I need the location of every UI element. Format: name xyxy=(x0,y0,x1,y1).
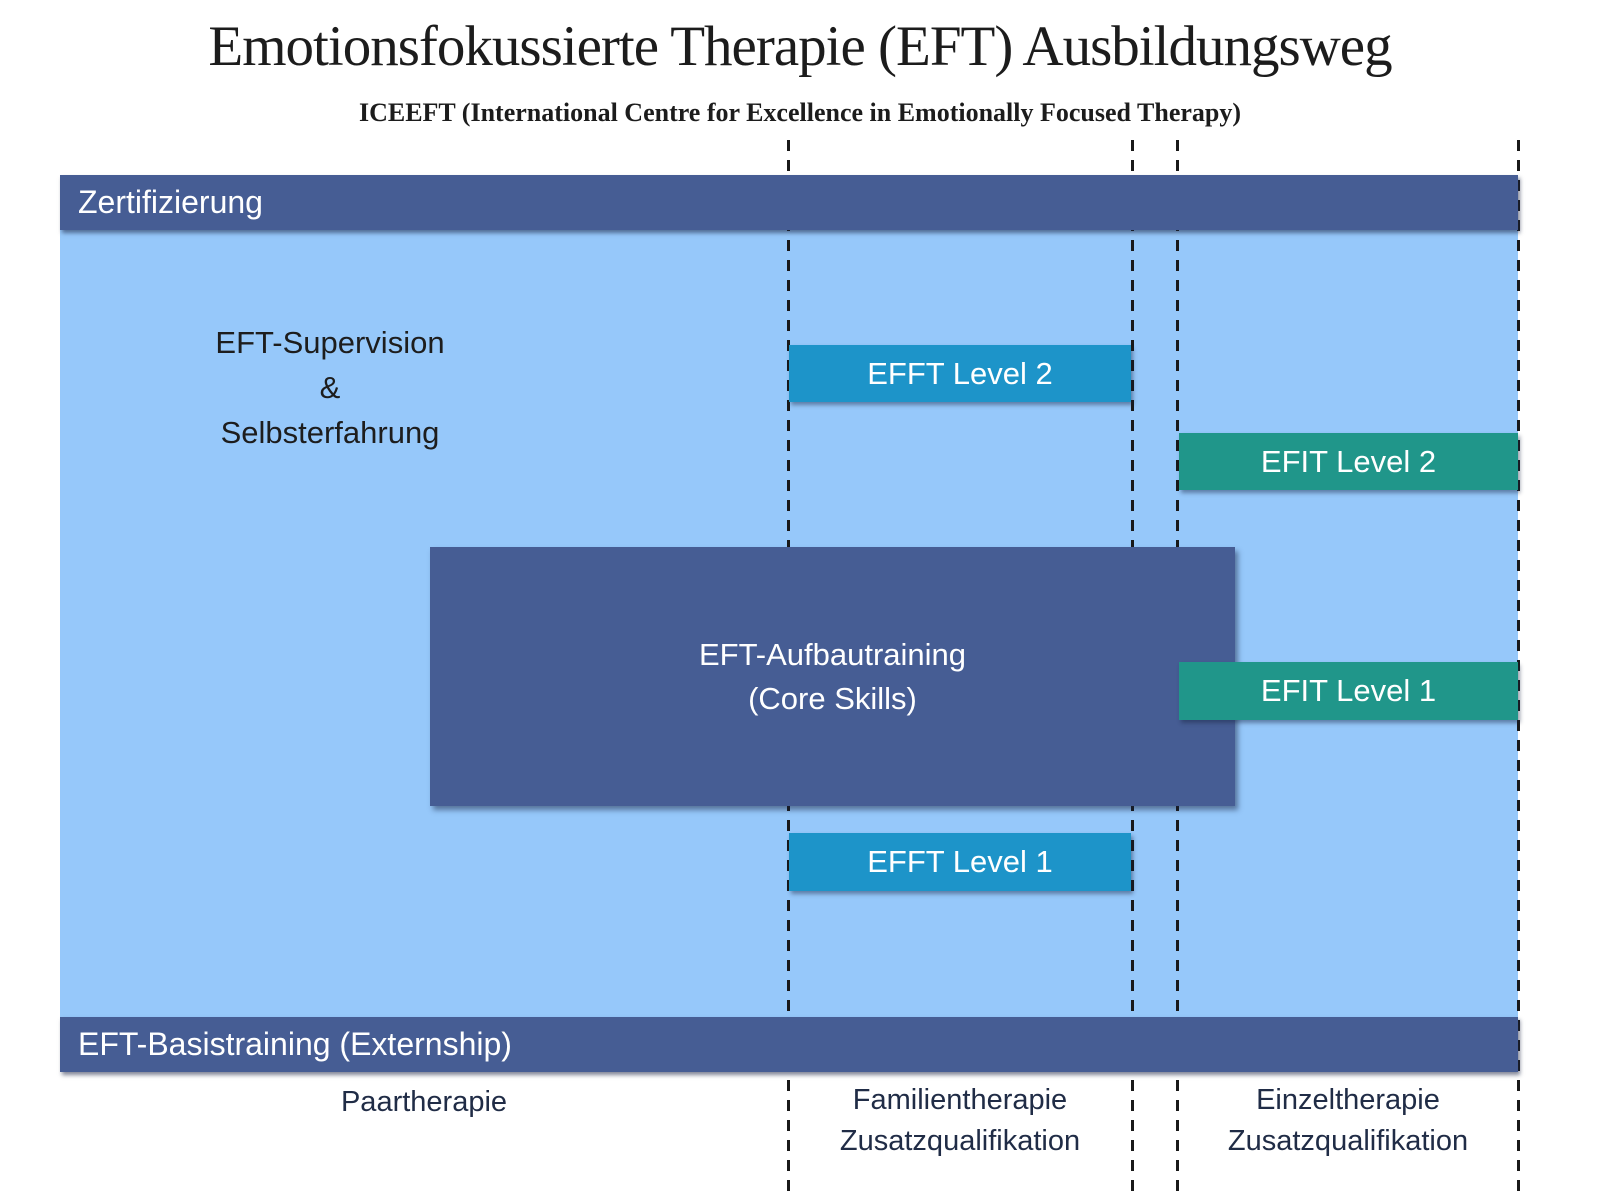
familientherapie-label-line2: Zusatzqualifikation xyxy=(839,1125,1081,1157)
supervision-note-line3: Selbsterfahrung xyxy=(220,415,440,450)
core-skills-box: EFT-Aufbautraining (Core Skills) xyxy=(430,547,1235,806)
efit-level-1-box: EFIT Level 1 xyxy=(1179,662,1518,720)
page-title: Emotionsfokussierte Therapie (EFT) Ausbi… xyxy=(208,15,1392,78)
core-skills-label-line1: EFT-Aufbautraining xyxy=(698,636,967,672)
efft-level-1-box: EFFT Level 1 xyxy=(789,833,1131,891)
paartherapie-label: Paartherapie xyxy=(340,1086,508,1118)
efit-level-2-box: EFIT Level 2 xyxy=(1179,433,1518,490)
familientherapie-label-line1: Familientherapie xyxy=(852,1084,1068,1116)
column-label-paartherapie: Paartherapie xyxy=(60,1082,788,1123)
supervision-note: EFT-Supervision & Selbsterfahrung xyxy=(150,320,510,455)
einzeltherapie-label-line1: Einzeltherapie xyxy=(1256,1084,1440,1116)
certification-band-label: Zertifizierung xyxy=(78,184,263,220)
base-training-band-label: EFT-Basistraining (Externship) xyxy=(78,1026,512,1062)
certification-band: Zertifizierung xyxy=(60,175,1518,230)
column-label-familientherapie: Familientherapie Zusatzqualifikation xyxy=(788,1080,1132,1162)
efit-level-1-label: EFIT Level 1 xyxy=(1260,673,1437,708)
efit-level-2-label: EFIT Level 2 xyxy=(1260,443,1437,479)
column-divider-einzeltherapie-right xyxy=(1517,140,1520,1197)
core-skills-label-line2: (Core Skills) xyxy=(748,680,917,716)
efft-level-2-box: EFFT Level 2 xyxy=(789,345,1131,402)
efft-level-1-label: EFFT Level 1 xyxy=(867,844,1053,879)
einzeltherapie-label-line2: Zusatzqualifikation xyxy=(1227,1125,1469,1157)
page-subtitle: ICEEFT (International Centre for Excelle… xyxy=(358,98,1242,127)
supervision-note-line1: EFT-Supervision xyxy=(215,325,445,360)
column-label-einzeltherapie: Einzeltherapie Zusatzqualifikation xyxy=(1177,1080,1519,1162)
base-training-band: EFT-Basistraining (Externship) xyxy=(60,1017,1518,1072)
efft-level-2-label: EFFT Level 2 xyxy=(867,355,1053,391)
supervision-note-line2: & xyxy=(319,370,341,405)
